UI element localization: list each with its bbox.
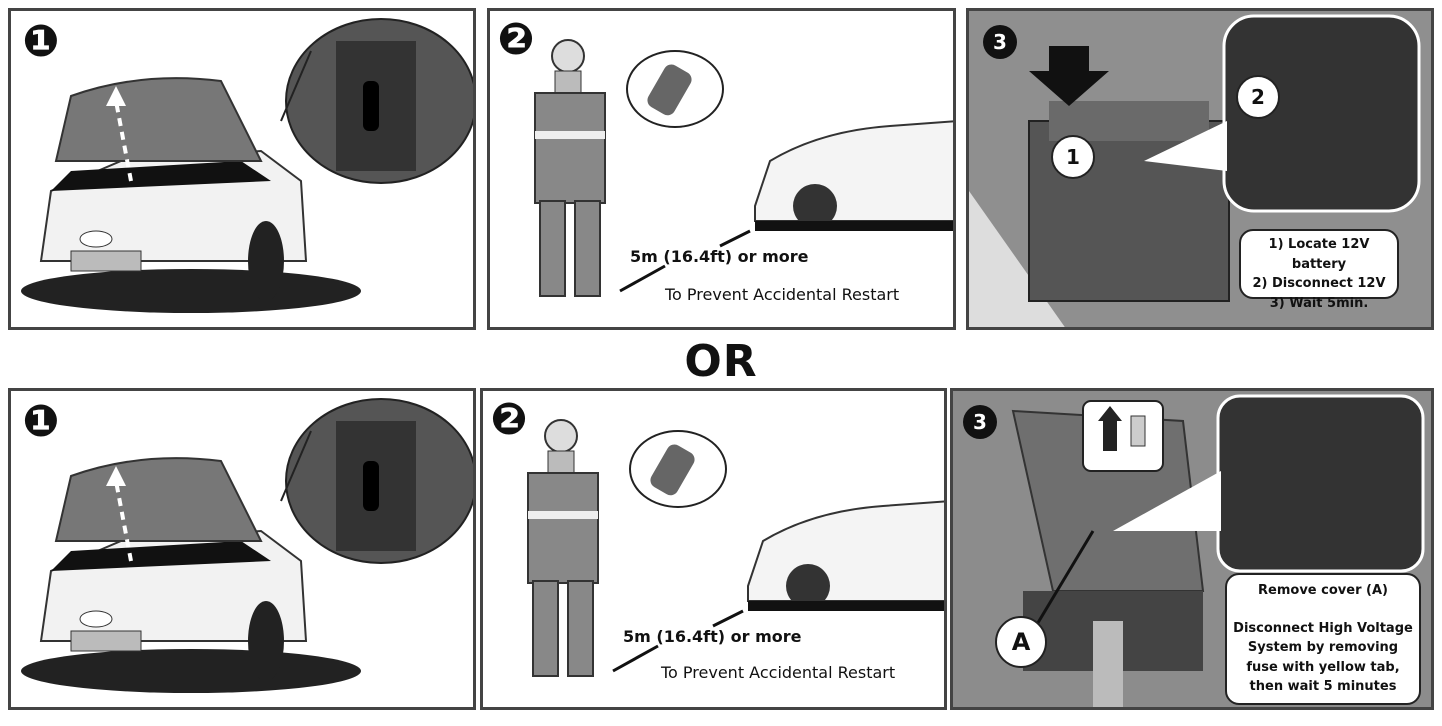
step-number-2: ❷ — [497, 13, 535, 65]
firefighter-key-car-illustration-bottom — [527, 419, 944, 677]
cover-label-a: A — [995, 616, 1047, 668]
panel-bottom-key-distance: ❷ 5m (16.4ft) or more To Prevent Acciden… — [480, 388, 947, 710]
step-number-2-bottom: ❷ — [490, 393, 528, 445]
firefighter-key-car-illustration — [534, 39, 953, 297]
distance-label: 5m (16.4ft) or more — [630, 247, 809, 266]
restart-warning-text-bottom: To Prevent Accidental Restart — [661, 663, 896, 682]
panel-top-key-distance: ❷ 5m (16.4ft) or more To Prevent Acciden… — [487, 8, 956, 330]
instruction-line-2: 2) Disconnect 12V — [1252, 276, 1386, 291]
disconnect-hv-text: Disconnect High Voltage System by removi… — [1233, 620, 1413, 695]
battery-instructions-box: 1) Locate 12V battery 2) Disconnect 12V … — [1239, 229, 1399, 311]
battery-label-1: 1 — [1051, 135, 1095, 179]
step-number-1: ❶ — [22, 15, 60, 67]
instruction-line-3: 3) Wait 5min. — [1269, 295, 1369, 311]
instruction-line-1: 1) Locate 12V battery — [1268, 237, 1370, 272]
remove-cover-text: Remove cover (A) — [1258, 583, 1388, 598]
or-divider: OR — [684, 336, 758, 387]
panel-top-open-hood: ❶ — [8, 8, 476, 330]
fuse-instructions-box: Remove cover (A) Disconnect High Voltage… — [1225, 573, 1421, 705]
distance-label-bottom: 5m (16.4ft) or more — [623, 627, 802, 646]
step-number-3: 3 — [983, 25, 1017, 59]
step-number-3-bottom: 3 — [963, 405, 997, 439]
panel-top-12v-battery: 3 1 2 1) Locate 12V battery 2) Disconnec… — [966, 8, 1434, 330]
battery-label-2: 2 — [1236, 75, 1280, 119]
restart-warning-text: To Prevent Accidental Restart — [665, 285, 900, 304]
car-hood-open-illustration-bottom — [21, 398, 473, 693]
step-number-1-bottom: ❶ — [22, 395, 60, 447]
car-hood-open-illustration — [21, 18, 473, 313]
panel-bottom-hv-fuse: 3 A Remove cover (A) Disconnect High Vol… — [950, 388, 1434, 710]
panel-bottom-open-hood: ❶ — [8, 388, 476, 710]
